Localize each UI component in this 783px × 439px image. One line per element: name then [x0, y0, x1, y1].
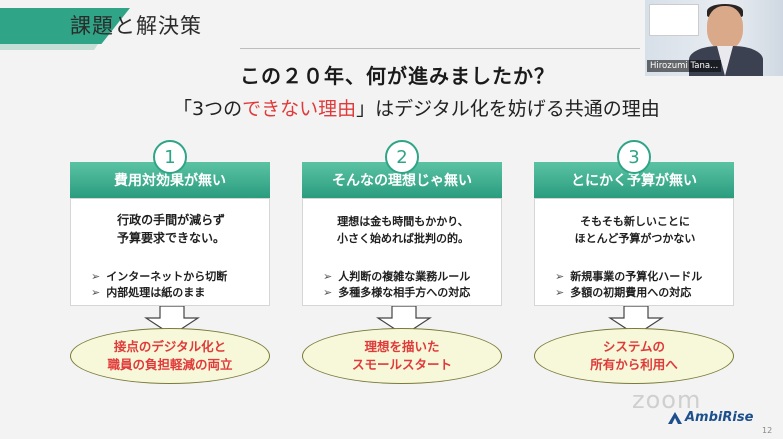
reason-heading: とにかく予算が無い — [534, 162, 734, 198]
slide-section-title: 課題と解決策 — [70, 14, 202, 38]
bullet-item: ➢ 多額の初期費用への対応 — [555, 285, 702, 301]
subtitle-emphasis: できない理由 — [242, 98, 357, 120]
reason-description-line: 行政の手間が減らず — [117, 213, 225, 227]
solution-line: 接点のデジタル化と — [113, 339, 227, 354]
down-arrow-icon — [608, 306, 664, 336]
reason-bullet-list: ➢ インターネットから切断 ➢ 内部処理は紙のまま — [91, 269, 227, 301]
reason-bullet-list: ➢ 新規事業の予算化ハードル ➢ 多額の初期費用への対応 — [555, 269, 702, 301]
reason-heading: そんなの理想じゃ無い — [302, 162, 502, 198]
reason-body: 行政の手間が減らず 予算要求できない。 ➢ インターネットから切断 ➢ 内部処理は紙… — [70, 198, 270, 306]
chevron-right-icon: ➢ — [323, 286, 333, 299]
reason-bullet-list: ➢ 人判断の複雑な業務ルール ➢ 多種多様な相手方への対応 — [323, 269, 470, 301]
bullet-text: 多額の初期費用への対応 — [570, 286, 692, 299]
reason-body: そもそも新しいことに ほとんど予算がつかない ➢ 新規事業の予算化ハードル ➢ 多額… — [534, 198, 734, 306]
solution-ellipse: 接点のデジタル化と 職員の負担軽減の両立 — [70, 328, 270, 384]
solution-line: 所有から利用へ — [590, 357, 678, 372]
company-logo: AmbiRise — [668, 410, 753, 425]
bullet-text: 新規事業の予算化ハードル — [570, 270, 703, 283]
chevron-right-icon: ➢ — [555, 270, 565, 283]
subtitle-suffix: 」はデジタル化を妨げる共通の理由 — [356, 98, 660, 120]
chevron-right-icon: ➢ — [555, 286, 565, 299]
participant-head — [707, 6, 743, 50]
solution-line: スモールスタート — [351, 357, 452, 372]
down-arrow-icon — [376, 306, 432, 336]
chevron-right-icon: ➢ — [91, 270, 101, 283]
bullet-item: ➢ 多種多様な相手方への対応 — [323, 285, 470, 301]
reason-body: 理想は金も時間もかかり、 小さく始めれば批判の的。 ➢ 人判断の複雑な業務ルール … — [302, 198, 502, 306]
subtitle-prefix: 「3つの — [173, 98, 243, 120]
bullet-item: ➢ 内部処理は紙のまま — [91, 285, 227, 301]
reason-number-badge: 2 — [385, 140, 419, 174]
slide-subtitle: 「3つのできない理由」はデジタル化を妨げる共通の理由 — [173, 94, 660, 121]
header-divider — [240, 48, 640, 49]
solution-ellipse: 理想を描いた スモールスタート — [302, 328, 502, 384]
reason-description: 行政の手間が減らず 予算要求できない。 — [71, 211, 271, 247]
bullet-text: 内部処理は紙のまま — [106, 286, 206, 299]
reason-description-line: そもそも新しいことに — [580, 215, 690, 228]
ambirise-logo-icon — [668, 411, 682, 424]
reason-number-badge: 3 — [617, 140, 651, 174]
solution-line: 職員の負担軽減の両立 — [107, 357, 233, 372]
page-number: 12 — [762, 426, 773, 435]
reason-description-line: 予算要求できない。 — [116, 231, 225, 245]
chevron-right-icon: ➢ — [91, 286, 101, 299]
reason-description: 理想は金も時間もかかり、 小さく始めれば批判の的。 — [303, 213, 503, 247]
bullet-item: ➢ 人判断の複雑な業務ルール — [323, 269, 470, 285]
bullet-item: ➢ インターネットから切断 — [91, 269, 227, 285]
reason-description-line: 小さく始めれば批判の的。 — [337, 232, 469, 245]
logo-text: AmbiRise — [685, 410, 754, 425]
reason-description-line: 理想は金も時間もかかり、 — [337, 215, 469, 228]
wall-poster — [649, 4, 699, 36]
reason-description-line: ほとんど予算がつかない — [574, 232, 696, 245]
bullet-text: インターネットから切断 — [106, 270, 228, 283]
header-accent-stripe — [0, 44, 98, 50]
participant-name-label: Hirozumi Tana... — [647, 60, 722, 72]
solution-line: 理想を描いた — [364, 339, 440, 354]
slide-question: この２０年、何が進みましたか？ — [240, 64, 555, 88]
bullet-text: 多種多様な相手方への対応 — [338, 286, 471, 299]
zoom-watermark: zoom — [632, 386, 702, 414]
reason-number-badge: 1 — [153, 140, 187, 174]
solution-line: システムの — [602, 339, 666, 354]
down-arrow-icon — [144, 306, 200, 336]
solution-ellipse: システムの 所有から利用へ — [534, 328, 734, 384]
bullet-text: 人判断の複雑な業務ルール — [338, 270, 471, 283]
chevron-right-icon: ➢ — [323, 270, 333, 283]
reason-description: そもそも新しいことに ほとんど予算がつかない — [535, 213, 735, 247]
participant-video-tile[interactable]: Hirozumi Tana... — [645, 0, 783, 76]
bullet-item: ➢ 新規事業の予算化ハードル — [555, 269, 702, 285]
